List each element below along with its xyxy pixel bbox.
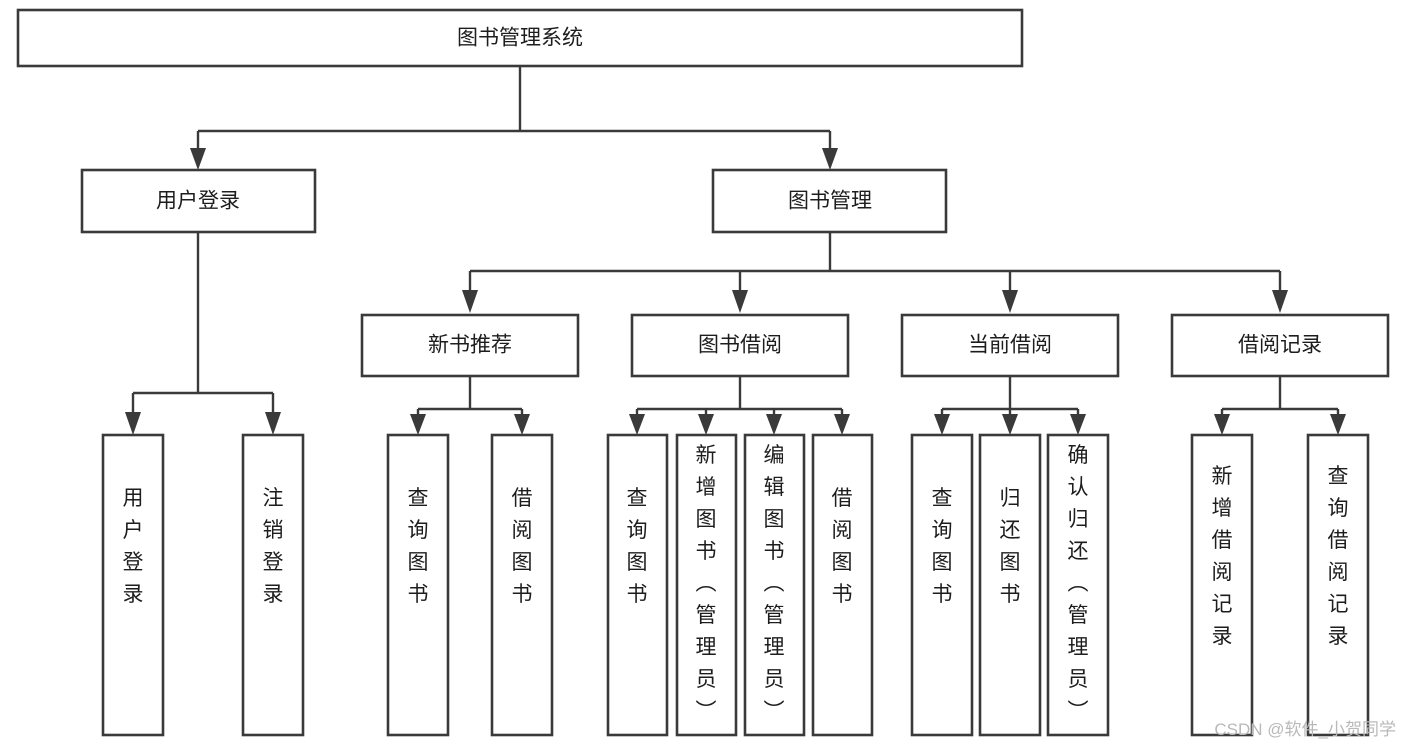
node-leaf-query-book-3-box[interactable] — [910, 433, 974, 737]
arrow-head-leaf-query-book-2 — [629, 414, 645, 435]
node-new-book-recommend[interactable]: 新书推荐 — [360, 313, 580, 378]
node-leaf-add-book[interactable]: 新增图书︵管理员︶ — [675, 433, 738, 737]
arrow-head-leaf-confirm-return — [1070, 414, 1086, 435]
node-leaf-confirm-return-label: 确认归还︵管理员︶ — [1068, 444, 1089, 723]
node-leaf-add-book-label: 新增图书︵管理员︶ — [696, 444, 717, 723]
arrow-head-borrow-record — [1272, 290, 1288, 313]
node-leaf-query-book-2-box[interactable] — [606, 433, 669, 737]
node-leaf-borrow-book-2-label: 借阅图书 — [832, 487, 853, 606]
node-leaf-add-record[interactable]: 新增借阅记录 — [1190, 433, 1254, 737]
node-leaf-query-book-1[interactable]: 查询图书 — [386, 433, 450, 737]
node-book-manage-label: 图书管理 — [788, 190, 872, 213]
node-current-borrow-label: 当前借阅 — [968, 334, 1052, 357]
node-leaf-edit-book-box[interactable] — [743, 433, 806, 737]
connector-group-new-book-recommend — [410, 376, 530, 435]
arrow-head-user-login — [190, 148, 206, 170]
arrow-head-leaf-user-logout — [265, 412, 281, 435]
connector-group-borrow-record — [1214, 376, 1346, 435]
arrow-head-leaf-return-book — [1002, 414, 1018, 435]
node-leaf-query-book-1-label: 查询图书 — [408, 487, 429, 606]
arrow-head-leaf-add-record — [1214, 414, 1230, 435]
node-book-borrow[interactable]: 图书借阅 — [630, 313, 850, 378]
arrow-head-new-book-recommend — [462, 290, 478, 313]
node-user-login-box[interactable] — [80, 168, 317, 234]
node-leaf-user-login-box[interactable] — [101, 433, 165, 737]
node-borrow-record[interactable]: 借阅记录 — [1170, 313, 1390, 378]
node-leaf-query-book-2[interactable]: 查询图书 — [606, 433, 669, 737]
node-leaf-add-record-label: 新增借阅记录 — [1212, 465, 1233, 648]
node-leaf-borrow-book-1-label: 借阅图书 — [512, 487, 533, 606]
connector-group-book-borrow — [629, 376, 850, 435]
node-leaf-edit-book-label: 编辑图书︵管理员︶ — [764, 444, 785, 723]
node-user-login[interactable]: 用户登录 — [80, 168, 317, 234]
arrow-head-book-borrow — [732, 290, 748, 313]
node-book-manage[interactable]: 图书管理 — [711, 168, 948, 234]
arrow-head-book-manage — [822, 148, 838, 170]
node-new-book-recommend-label: 新书推荐 — [428, 334, 512, 357]
node-leaf-user-logout-label: 注销登录 — [263, 487, 284, 606]
node-leaf-query-book-1-box[interactable] — [386, 433, 450, 737]
node-book-borrow-label: 图书借阅 — [698, 334, 782, 357]
node-leaf-add-book-box[interactable] — [675, 433, 738, 737]
node-leaf-confirm-return-box[interactable] — [1046, 433, 1110, 737]
node-leaf-return-book[interactable]: 归还图书 — [978, 433, 1042, 737]
node-leaf-user-logout[interactable]: 注销登录 — [241, 433, 305, 737]
node-current-borrow-box[interactable] — [900, 313, 1120, 378]
node-leaf-borrow-book-2[interactable]: 借阅图书 — [811, 433, 874, 737]
node-root[interactable]: 图书管理系统 — [16, 8, 1024, 68]
node-leaf-query-record-box[interactable] — [1306, 433, 1370, 737]
node-book-borrow-box[interactable] — [630, 313, 850, 378]
node-leaf-query-book-3-label: 查询图书 — [932, 487, 953, 606]
watermark-label: CSDN @软件_小贺同学 — [1214, 720, 1396, 739]
node-root-label: 图书管理系统 — [457, 27, 583, 50]
connector-group-book-manage — [462, 232, 1288, 313]
node-leaf-borrow-book-1-box[interactable] — [490, 433, 554, 737]
node-leaf-query-record[interactable]: 查询借阅记录 — [1306, 433, 1370, 737]
node-leaf-user-login[interactable]: 用户登录 — [101, 433, 165, 737]
arrow-head-leaf-user-login — [125, 412, 141, 435]
arrow-head-leaf-borrow-book-1 — [514, 414, 530, 435]
node-book-manage-box[interactable] — [711, 168, 948, 234]
node-leaf-borrow-book-1[interactable]: 借阅图书 — [490, 433, 554, 737]
arrow-head-leaf-edit-book — [766, 414, 782, 435]
arrow-head-leaf-query-book-1 — [410, 414, 426, 435]
connector-group-user-login — [125, 232, 281, 435]
node-leaf-borrow-book-2-box[interactable] — [811, 433, 874, 737]
node-leaf-return-book-box[interactable] — [978, 433, 1042, 737]
node-user-login-label: 用户登录 — [156, 190, 240, 213]
connector-group-root — [190, 66, 838, 170]
arrow-head-leaf-query-record — [1330, 414, 1346, 435]
arrow-head-leaf-query-book-3 — [934, 414, 950, 435]
node-leaf-user-login-label: 用户登录 — [123, 487, 144, 606]
node-borrow-record-box[interactable] — [1170, 313, 1390, 378]
arrow-head-current-borrow — [1002, 290, 1018, 313]
node-borrow-record-label: 借阅记录 — [1238, 334, 1322, 357]
node-leaf-user-logout-box[interactable] — [241, 433, 305, 737]
arrow-head-leaf-add-book — [698, 414, 714, 435]
node-current-borrow[interactable]: 当前借阅 — [900, 313, 1120, 378]
node-leaf-return-book-label: 归还图书 — [1000, 487, 1021, 606]
node-leaf-add-record-box[interactable] — [1190, 433, 1254, 737]
arrow-head-leaf-borrow-book-2 — [834, 414, 850, 435]
connector-group-current-borrow — [934, 376, 1086, 435]
node-leaf-confirm-return[interactable]: 确认归还︵管理员︶ — [1046, 433, 1110, 737]
node-leaf-query-book-3[interactable]: 查询图书 — [910, 433, 974, 737]
node-leaf-query-book-2-label: 查询图书 — [627, 487, 648, 606]
node-leaf-edit-book[interactable]: 编辑图书︵管理员︶ — [743, 433, 806, 737]
node-new-book-recommend-box[interactable] — [360, 313, 580, 378]
node-root-box[interactable] — [16, 8, 1024, 68]
node-leaf-query-record-label: 查询借阅记录 — [1328, 465, 1349, 648]
